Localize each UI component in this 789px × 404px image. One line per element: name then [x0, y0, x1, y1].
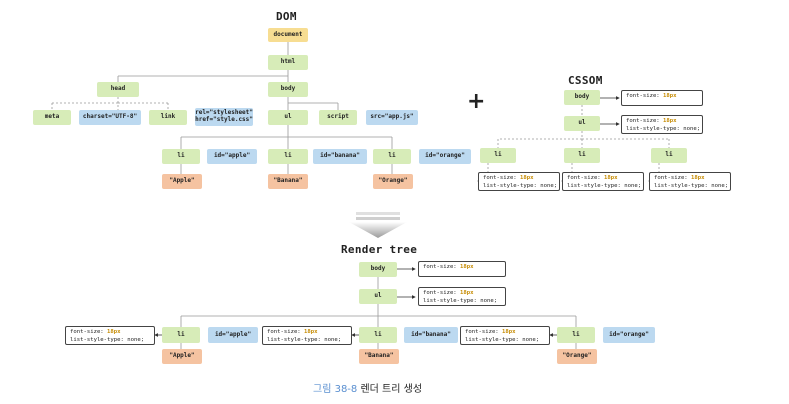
render-tree-title: Render tree [341, 243, 418, 256]
dom-meta-node: meta [33, 110, 71, 125]
cssom-li-node: li [564, 148, 600, 163]
render-li-style: font-size: 18px list-style-type: none; [65, 326, 155, 345]
render-body-style: font-size: 18px [418, 261, 506, 277]
cssom-li-node: li [480, 148, 516, 163]
dom-head-node: head [97, 82, 139, 97]
cssom-li-style: font-size: 18px list-style-type: none; [649, 172, 731, 191]
cssom-li-node: li [651, 148, 687, 163]
cssom-body-style: font-size: 18px [621, 90, 703, 106]
plus-sign: + [467, 89, 486, 114]
dom-li-id: id="banana" [313, 149, 367, 164]
dom-meta-attr: charset="UTF-8" [79, 110, 141, 125]
dom-li-id: id="apple" [207, 149, 257, 164]
dom-li-node: li [162, 149, 200, 164]
render-text-node: "Apple" [162, 349, 202, 364]
render-li-id: id="orange" [603, 327, 655, 343]
dom-title: DOM [276, 10, 297, 23]
dom-link-attr: rel="stylesheet" href="style.css" [195, 108, 253, 126]
cssom-li-style: font-size: 18px list-style-type: none; [478, 172, 560, 191]
dom-li-node: li [373, 149, 411, 164]
cssom-ul-style: font-size: 18px list-style-type: none; [621, 115, 703, 134]
render-li-style: font-size: 18px list-style-type: none; [460, 326, 550, 345]
dom-html-node: html [268, 55, 308, 70]
dom-text-node: "Banana" [268, 174, 308, 189]
dom-text-node: "Orange" [373, 174, 413, 189]
cssom-ul-node: ul [564, 116, 600, 131]
down-arrow-icon [349, 212, 407, 238]
render-li-node: li [359, 327, 397, 343]
figure-caption: 그림 38-8 렌더 트리 생성 [313, 380, 422, 395]
render-body-node: body [359, 262, 397, 277]
render-text-node: "Banana" [359, 349, 399, 364]
render-li-node: li [162, 327, 200, 343]
dom-script-node: script [319, 110, 357, 125]
render-li-id: id="apple" [208, 327, 258, 343]
figure-number: 그림 38-8 [313, 384, 358, 395]
dom-ul-node: ul [268, 110, 308, 125]
render-ul-node: ul [359, 289, 397, 304]
dom-text-node: "Apple" [162, 174, 202, 189]
dom-li-id: id="orange" [419, 149, 471, 164]
cssom-title: CSSOM [568, 74, 603, 87]
render-li-style: font-size: 18px list-style-type: none; [262, 326, 352, 345]
figure-caption-text: 렌더 트리 생성 [360, 384, 423, 395]
dom-document-node: document [268, 28, 308, 42]
render-ul-style: font-size: 18px list-style-type: none; [418, 287, 506, 306]
render-text-node: "Orange" [557, 349, 597, 364]
dom-body-node: body [268, 82, 308, 97]
render-li-node: li [557, 327, 595, 343]
dom-link-node: link [149, 110, 187, 125]
dom-script-attr: src="app.js" [366, 110, 418, 125]
cssom-body-node: body [564, 90, 600, 105]
dom-li-node: li [268, 149, 308, 164]
render-li-id: id="banana" [404, 327, 458, 343]
cssom-li-style: font-size: 18px list-style-type: none; [562, 172, 644, 191]
